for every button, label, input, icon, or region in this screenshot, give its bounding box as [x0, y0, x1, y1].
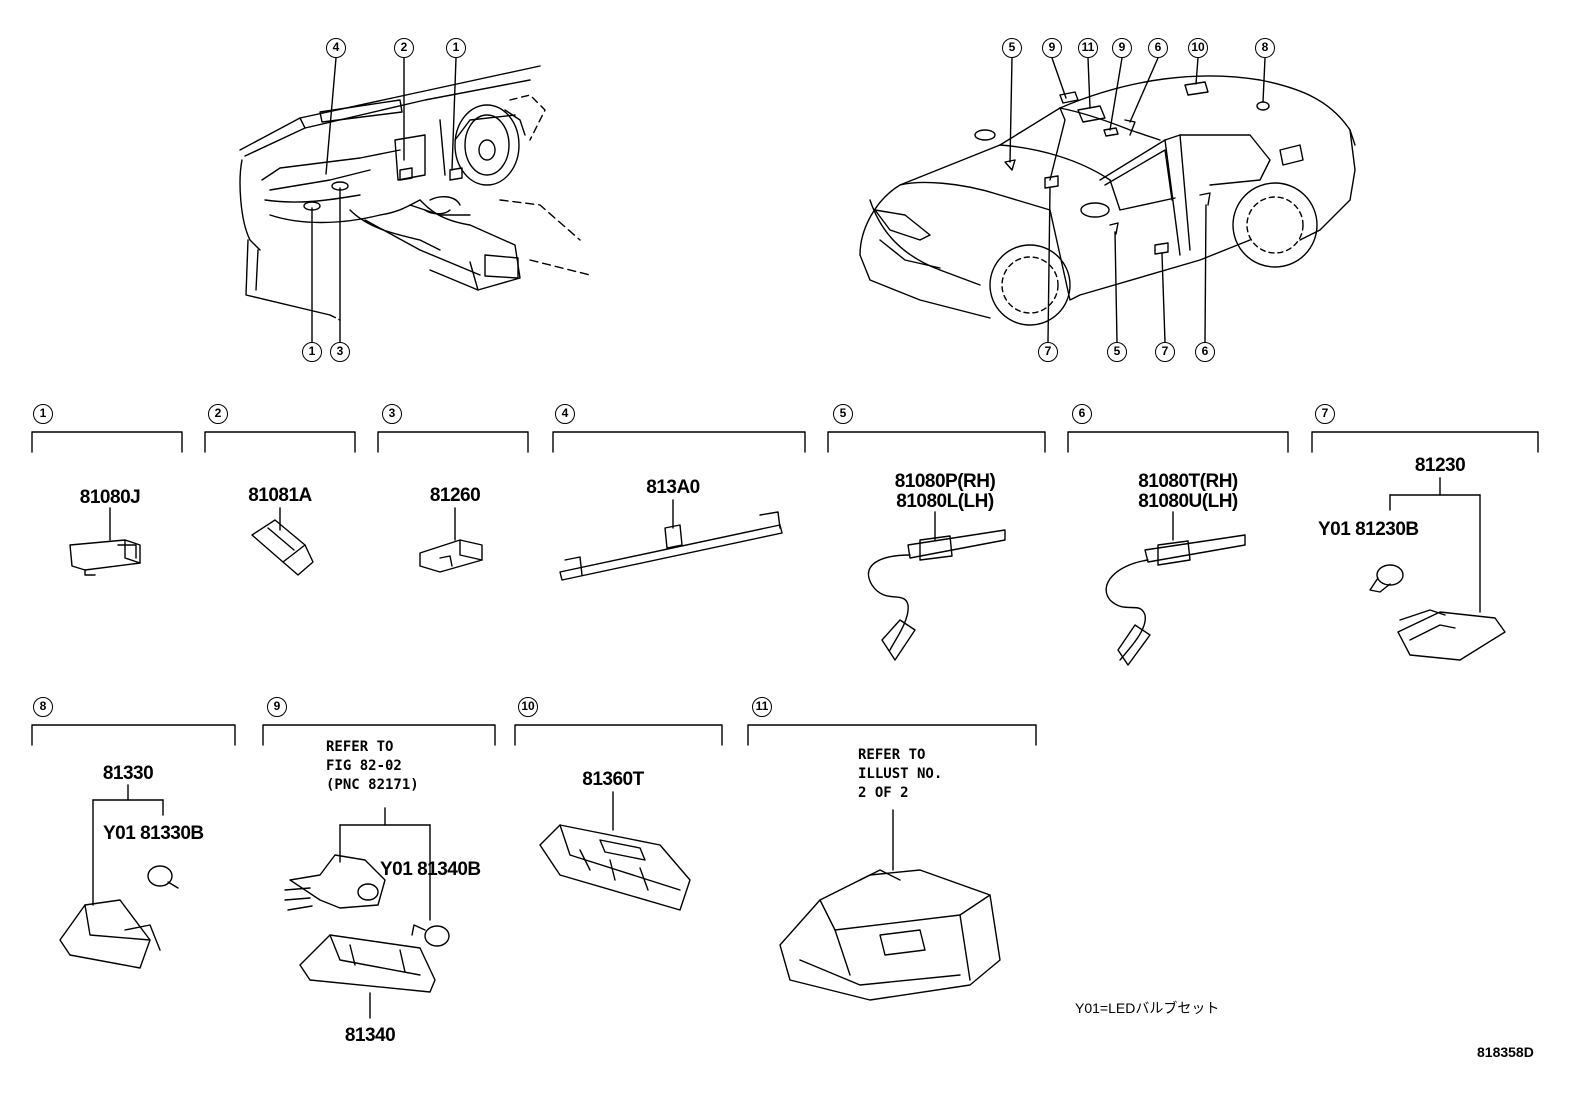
callout-circle: 5: [1107, 342, 1127, 362]
callout-circle: 2: [394, 38, 414, 58]
part-number-label: 81080U(LH): [1138, 491, 1238, 512]
callout-circle: 7: [1155, 342, 1175, 362]
callout-circle: 8: [1255, 38, 1275, 58]
section-number: 7: [1315, 404, 1335, 424]
part-81081A-drawing: [251, 507, 314, 576]
part-81230-drawing: [1369, 477, 1506, 661]
part-81360T-drawing: [539, 791, 691, 911]
part-813A0-drawing: [559, 499, 783, 581]
part-81330-drawing: [59, 784, 179, 969]
section-number: 9: [267, 697, 287, 717]
section-number: 6: [1072, 404, 1092, 424]
section-number: 11: [752, 697, 772, 717]
section-number: 1: [33, 404, 53, 424]
figure-id: 818358D: [1477, 1044, 1534, 1060]
legend-note: Y01=LEDバルブセット: [1075, 1000, 1220, 1016]
dashboard-leaders: [311, 57, 457, 343]
section-number: 2: [208, 404, 228, 424]
callout-circle: 10: [1188, 38, 1208, 58]
part-number-label: 81260: [429, 485, 481, 506]
reference-note: REFER TO ILLUST NO. 2 OF 2: [858, 747, 943, 801]
part-81260-drawing: [419, 507, 483, 573]
part-number-label: 81330: [102, 763, 154, 784]
part-number-label: 81081A: [248, 485, 312, 506]
section-number: 4: [555, 404, 575, 424]
section-number: 5: [833, 404, 853, 424]
part-11-drawing: [779, 809, 1001, 1001]
car-leaders: [1009, 57, 1266, 343]
part-number-label: 81360T: [582, 769, 644, 790]
part-number-label: 813A0: [646, 477, 700, 498]
part-number-label: Y01 81340B: [380, 859, 481, 880]
part-number-label: Y01 81230B: [1318, 519, 1419, 540]
callout-circle: 1: [446, 38, 466, 58]
part-81340-drawing: [284, 807, 450, 1019]
callout-circle: 4: [326, 38, 346, 58]
section-number: 3: [382, 404, 402, 424]
part-81080J-drawing: [69, 507, 141, 576]
part-number-label: 81080T(RH): [1138, 471, 1238, 492]
part-number-label: 81340: [344, 1025, 396, 1046]
part-number-label: 81080J: [79, 487, 141, 508]
section-brackets: [31, 431, 1539, 746]
reference-note: REFER TO FIG 82-02 (PNC 82171): [326, 739, 419, 793]
part-number-label: 81080L(LH): [896, 491, 994, 512]
car-illustration: [859, 75, 1356, 326]
callout-circle: 7: [1038, 342, 1058, 362]
callout-circle: 9: [1112, 38, 1132, 58]
part-number-label: 81230: [1414, 455, 1466, 476]
callout-circle: 3: [330, 342, 350, 362]
callout-circle: 5: [1002, 38, 1022, 58]
callout-circle: 1: [302, 342, 322, 362]
part-number-label: Y01 81330B: [103, 823, 204, 844]
section-number: 10: [518, 697, 538, 717]
callout-circle: 9: [1042, 38, 1062, 58]
part-number-label: 81080P(RH): [894, 471, 996, 492]
callout-circle: 6: [1148, 38, 1168, 58]
section-number: 8: [33, 697, 53, 717]
part-81080PL-drawing: [867, 511, 1006, 661]
dashboard-illustration: [239, 65, 591, 321]
part-81080TU-drawing: [1105, 511, 1246, 666]
callout-circle: 11: [1078, 38, 1098, 58]
callout-circle: 6: [1195, 342, 1215, 362]
